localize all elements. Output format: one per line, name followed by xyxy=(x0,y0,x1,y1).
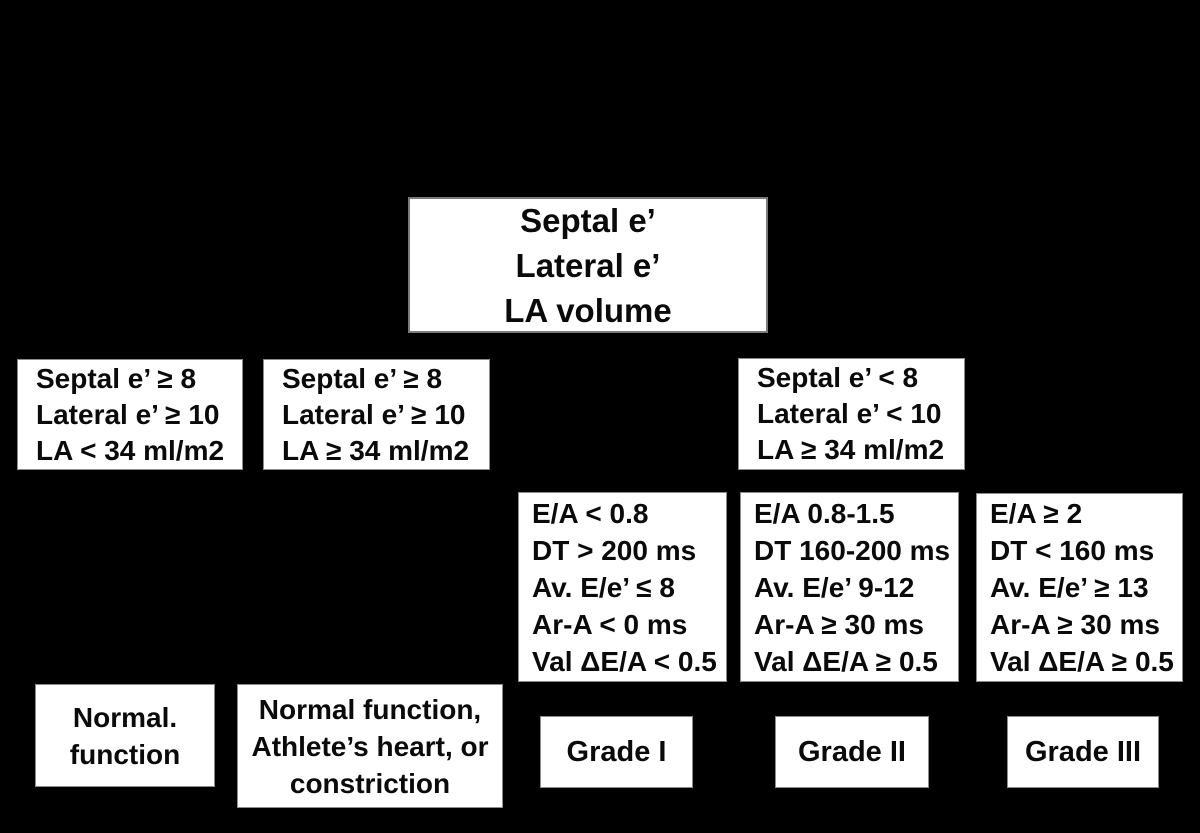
outcome-line: Normal. xyxy=(72,701,178,733)
outcome-box-grade1: Grade I xyxy=(540,716,693,788)
grade-label: Grade III xyxy=(1024,735,1142,768)
detail-line: DT 160-200 ms xyxy=(754,534,951,566)
detail-line: Av. E/e’ ≤ 8 xyxy=(532,571,675,603)
outcome-line: Normal function, xyxy=(258,693,482,725)
criteria-line: LA ≥ 34 ml/m2 xyxy=(282,434,470,466)
detail-line: E/A < 0.8 xyxy=(532,497,649,529)
criteria-line: Septal e’ ≥ 8 xyxy=(36,362,197,394)
criteria-line: Septal e’ ≥ 8 xyxy=(282,362,443,394)
criteria-line: Lateral e’ ≥ 10 xyxy=(282,398,466,430)
detail-line: DT > 200 ms xyxy=(532,534,697,566)
detail-line: Val ΔE/A ≥ 0.5 xyxy=(754,645,938,677)
root-line-la-volume: LA volume xyxy=(504,291,672,329)
detail-line: Val ΔE/A < 0.5 xyxy=(532,645,717,677)
root-line-septal: Septal e’ xyxy=(520,201,656,239)
criteria-line: Lateral e’ ≥ 10 xyxy=(36,398,220,430)
detail-box-grade2-criteria: E/A 0.8-1.5 DT 160-200 ms Av. E/e’ 9-12 … xyxy=(740,492,959,682)
detail-box-grade3-criteria: E/A ≥ 2 DT < 160 ms Av. E/e’ ≥ 13 Ar-A ≥… xyxy=(976,493,1183,682)
detail-line: E/A ≥ 2 xyxy=(990,498,1083,529)
outcome-box-normal-function: Normal. function xyxy=(35,684,215,787)
outcome-box-grade2: Grade II xyxy=(775,716,929,788)
grade-label: Grade I xyxy=(566,735,667,768)
criteria-box-enlarged-la: Septal e’ ≥ 8 Lateral e’ ≥ 10 LA ≥ 34 ml… xyxy=(263,359,490,470)
outcome-line: function xyxy=(69,738,181,770)
outcome-box-athletes-heart: Normal function, Athlete’s heart, or con… xyxy=(237,684,503,808)
outcome-line: constriction xyxy=(289,767,451,799)
detail-line: Av. E/e’ 9-12 xyxy=(754,571,915,603)
detail-line: Av. E/e’ ≥ 13 xyxy=(990,572,1149,603)
root-line-lateral: Lateral e’ xyxy=(515,246,661,284)
outcome-box-grade3: Grade III xyxy=(1007,716,1159,788)
criteria-line: Lateral e’ < 10 xyxy=(757,398,942,429)
grade-label: Grade II xyxy=(798,735,906,768)
criteria-box-reduced-e-prime: Septal e’ < 8 Lateral e’ < 10 LA ≥ 34 ml… xyxy=(738,358,965,470)
criteria-line: Septal e’ < 8 xyxy=(757,362,919,393)
root-measurements-box: Septal e’ Lateral e’ LA volume xyxy=(408,197,768,333)
criteria-line: LA < 34 ml/m2 xyxy=(36,434,225,466)
detail-line: Ar-A ≥ 30 ms xyxy=(990,609,1160,640)
outcome-line: Athlete’s heart, or xyxy=(251,730,489,762)
criteria-box-normal: Septal e’ ≥ 8 Lateral e’ ≥ 10 LA < 34 ml… xyxy=(17,359,243,470)
detail-line: Ar-A ≥ 30 ms xyxy=(754,608,924,640)
detail-box-grade1-criteria: E/A < 0.8 DT > 200 ms Av. E/e’ ≤ 8 Ar-A … xyxy=(518,492,727,682)
criteria-line: LA ≥ 34 ml/m2 xyxy=(757,434,945,465)
detail-line: Val ΔE/A ≥ 0.5 xyxy=(990,646,1174,677)
detail-line: E/A 0.8-1.5 xyxy=(754,497,895,529)
detail-line: Ar-A < 0 ms xyxy=(532,608,688,640)
detail-line: DT < 160 ms xyxy=(990,535,1155,566)
